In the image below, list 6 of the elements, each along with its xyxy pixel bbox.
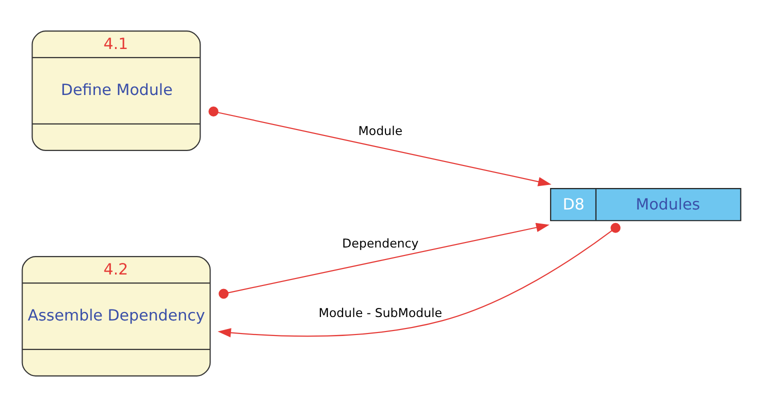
arrow xyxy=(208,106,551,186)
arrow xyxy=(217,222,620,338)
arrow xyxy=(218,222,549,299)
edge-label: Module xyxy=(358,124,402,138)
edge-label: Module - SubModule xyxy=(318,306,442,320)
edge-label: Dependency xyxy=(342,236,418,250)
